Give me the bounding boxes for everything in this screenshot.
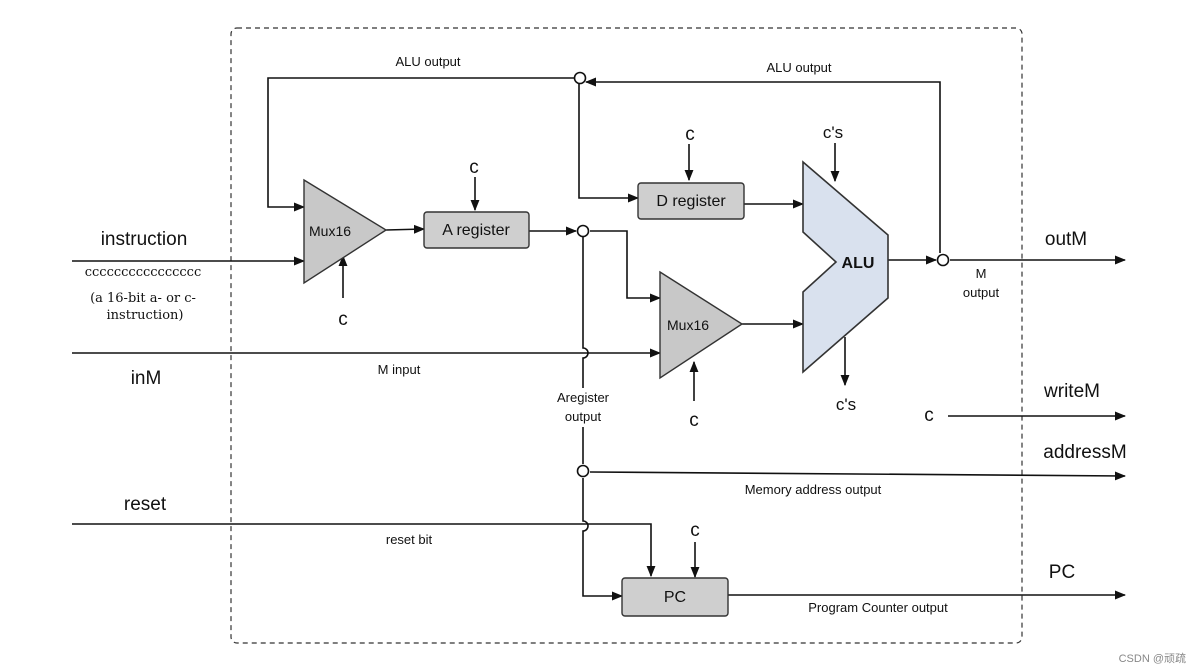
junction-a-register-out — [576, 224, 590, 238]
watermark: CSDN @顽疏 — [1119, 651, 1186, 665]
control-c-mux-top: c — [338, 309, 348, 330]
mux16-bottom — [659, 270, 744, 380]
control-cs-alu-in: c's — [823, 123, 843, 142]
reset-bit-label: reset bit — [386, 532, 433, 547]
mux16-top-label: Mux16 — [309, 223, 351, 239]
m-input-label: M input — [378, 362, 421, 377]
aregister-output-label-1: Aregister — [557, 390, 610, 405]
a-register — [423, 211, 530, 249]
pc-register-label: PC — [664, 589, 686, 606]
mux16-top — [303, 178, 388, 285]
junction-address — [576, 464, 590, 478]
inm-label: inM — [131, 368, 162, 389]
junction-alu-out — [936, 253, 950, 267]
control-c-pc: c — [690, 520, 700, 541]
instruction-label: instruction — [101, 229, 188, 250]
mux16-bottom-label: Mux16 — [667, 317, 709, 333]
aregister-output-label-2: output — [565, 409, 602, 424]
instruction-bits: cccccccccccccccc — [85, 265, 202, 280]
d-register-label: D register — [656, 193, 726, 210]
a-register-label: A register — [442, 222, 510, 239]
junction-alu-feedback — [573, 71, 587, 85]
control-cs-alu-out: c's — [836, 395, 856, 414]
m-output-label-1: M — [976, 266, 987, 281]
outm-label: outM — [1045, 229, 1087, 250]
pc-register — [621, 577, 729, 617]
alu-output-label-right: ALU output — [766, 60, 831, 75]
alu-output-label-left: ALU output — [395, 54, 460, 69]
memory-address-output-label: Memory address output — [745, 482, 882, 497]
control-c-mux-bottom: c — [689, 410, 699, 431]
m-output-label-2: output — [963, 285, 1000, 300]
control-c-a-register: c — [469, 157, 479, 178]
d-register — [637, 182, 745, 220]
program-counter-output-label: Program Counter output — [808, 600, 948, 615]
pc-output-label: PC — [1049, 562, 1075, 583]
alu — [802, 160, 889, 374]
cpu-boundary — [230, 27, 1023, 644]
instruction-note-1: (a 16-bit a- or c- — [90, 291, 196, 306]
control-c-d-register: c — [685, 124, 695, 145]
control-c-writem: c — [924, 405, 934, 426]
addressm-label: addressM — [1043, 442, 1126, 463]
alu-label: ALU — [842, 255, 875, 272]
wires — [72, 77, 1127, 601]
instruction-note-2: instruction) — [107, 308, 184, 323]
writem-label: writeM — [1043, 381, 1100, 402]
reset-label: reset — [124, 494, 167, 515]
